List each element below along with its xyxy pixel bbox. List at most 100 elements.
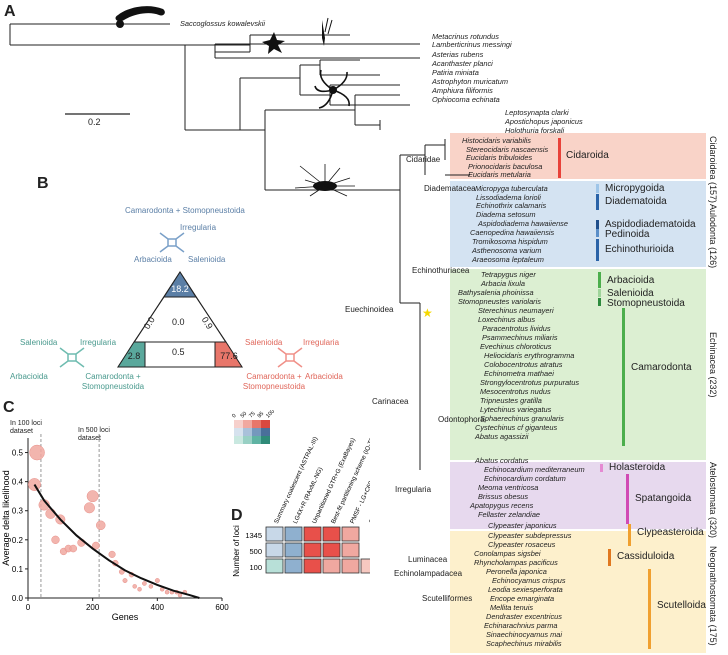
taxon-label: Apostichopus japonicus: [505, 117, 583, 126]
taxon-label: Abatus cordatus: [475, 456, 529, 465]
panel-letter-d: D: [231, 507, 243, 524]
triangle-left-value: 2.8: [127, 351, 141, 361]
taxon-label: Stereocidaris nascaensis: [466, 145, 549, 154]
order-bar: [598, 298, 601, 306]
scale-tick-label: 75: [248, 411, 257, 420]
quartet-right-bl: Camarodonta + Stomopneustoida: [242, 372, 306, 391]
data-point: [137, 587, 142, 592]
heatmap-cell: [284, 558, 303, 574]
data-point: [148, 584, 154, 589]
y-tick-label: 0.4: [12, 478, 24, 487]
taxon-label: Micropyga tuberculata: [475, 184, 548, 193]
scale-swatch: [234, 420, 243, 428]
taxon-label: Ophiocoma echinata: [432, 95, 500, 104]
y-tick-label: 0.0: [12, 594, 24, 603]
order-bar: [596, 239, 599, 261]
taxon-label: Encope emarginata: [490, 594, 555, 603]
scale-swatch: [243, 436, 252, 444]
quartet-left-tr: Irregularia: [80, 338, 117, 347]
heatmap-cell: [303, 526, 322, 542]
triangle-edge-bottom-value: 0.5: [172, 347, 185, 357]
aulodonta-box: [450, 181, 706, 267]
order-label: Stomopneustoida: [607, 298, 685, 309]
taxon-label: Prionocidaris baculosa: [468, 162, 543, 171]
taxon-label: Brissus obesus: [478, 492, 529, 501]
taxon-label: Paracentrotus lividus: [482, 324, 551, 333]
x-axis-label: Genes: [112, 612, 139, 622]
order-bar: [648, 569, 651, 649]
scale-swatch: [252, 436, 261, 444]
scale-swatch: [261, 436, 270, 444]
data-point: [96, 520, 106, 531]
taxon-label: Leptosynapta clarki: [505, 108, 569, 117]
quartet-right-tr: Irregularia: [303, 338, 340, 347]
heatmap-cell: [265, 542, 284, 558]
quartet-left-br: Camarodonta + Stomopneustoida: [81, 372, 145, 391]
taxon-label: Saccoglossus kowalevskii: [180, 19, 266, 28]
heatmap-cell: [284, 542, 303, 558]
clade-label-irregularia: Irregularia: [395, 485, 432, 494]
taxon-label: Astrophyton muricatum: [432, 77, 508, 86]
taxon-label: Sphaerechinus granularis: [480, 414, 564, 423]
taxon-label: Lytechinus variegatus: [480, 405, 552, 414]
taxon-label: Tromikosoma hispidum: [472, 237, 548, 246]
scale-swatch: [261, 420, 270, 428]
order-label: Spatangoida: [635, 493, 692, 504]
taxon-label: Bathysalenia phoinissa: [458, 288, 534, 297]
quartet-top-tl: Camarodonta + Stomopneustoida: [125, 206, 245, 215]
order-bar: [628, 524, 631, 546]
clade-label-scutelliformes: Scutelliformes: [422, 594, 473, 603]
data-point: [83, 502, 95, 514]
taxon-label: Histocidaris variabilis: [462, 136, 531, 145]
taxon-label: Echinothrix calamaris: [476, 201, 547, 210]
order-bar: [622, 308, 625, 446]
order-bar: [598, 289, 601, 297]
taxon-label: Apatopygus recens: [470, 501, 534, 510]
heatmap-cell: [360, 558, 370, 574]
data-point: [108, 550, 116, 558]
clade-label-odontophora: Odontophora: [438, 415, 485, 424]
order-label: Cidaroida: [566, 150, 609, 161]
heatmap-y-label: Number of loci: [232, 525, 241, 577]
heatmap-cell: [322, 542, 341, 558]
order-bar: [596, 229, 599, 237]
taxon-label: Clypeaster rosaceus: [488, 540, 556, 549]
loci-row-label: 100: [249, 563, 262, 572]
atelostomata-box: [450, 462, 706, 529]
quartet-top-tr: Irregularia: [180, 223, 217, 232]
data-point: [29, 444, 45, 461]
order-bar: [596, 194, 599, 210]
taxon-label: Lissodiadema lorioli: [476, 193, 541, 202]
data-point: [69, 544, 78, 553]
order-label: Echinothurioida: [605, 244, 674, 255]
neognathostomata-box: [450, 531, 706, 653]
order-label: Cassiduloida: [617, 551, 675, 562]
data-point: [164, 589, 170, 595]
y-axis-label: Average delta likelihood: [1, 470, 11, 565]
taxon-label: Heliocidaris erythrogramma: [484, 351, 575, 360]
scale-tick-label: 0: [231, 413, 237, 419]
taxon-label: Scaphechinus mirabilis: [486, 639, 562, 648]
taxon-label: Peronella japonica: [486, 567, 547, 576]
taxon-label: Echinocyamus crispus: [492, 576, 566, 585]
clade-label-diadematacea: Diadematacea: [424, 184, 476, 193]
star-marker-icon: ★: [422, 306, 433, 320]
taxon-label: Leodia sexiesperforata: [488, 585, 563, 594]
order-bar: [596, 220, 599, 229]
superorder-label-neognathostomata: Neognathostomata (175): [708, 546, 718, 646]
taxon-label: Patiria miniata: [432, 68, 479, 77]
superorder-label-aulodonta: Aulodonta (126): [708, 204, 718, 269]
order-bar: [608, 549, 611, 566]
taxon-label: Metacrinus rotundus: [432, 32, 499, 41]
taxon-label: Diadema setosum: [476, 210, 536, 219]
taxon-label: Eucidaris metularia: [468, 170, 531, 179]
heatmap-cell: [322, 526, 341, 542]
triangle-top-value: 18.2: [171, 284, 189, 294]
x-tick-label: 600: [215, 603, 229, 612]
taxon-label: Conolampas sigsbei: [474, 549, 541, 558]
taxon-label: Strongylocentrotus purpuratus: [480, 378, 580, 387]
scale-swatch: [252, 428, 261, 436]
scale-swatch: [234, 436, 243, 444]
taxon-label: Mellita tenuis: [490, 603, 534, 612]
